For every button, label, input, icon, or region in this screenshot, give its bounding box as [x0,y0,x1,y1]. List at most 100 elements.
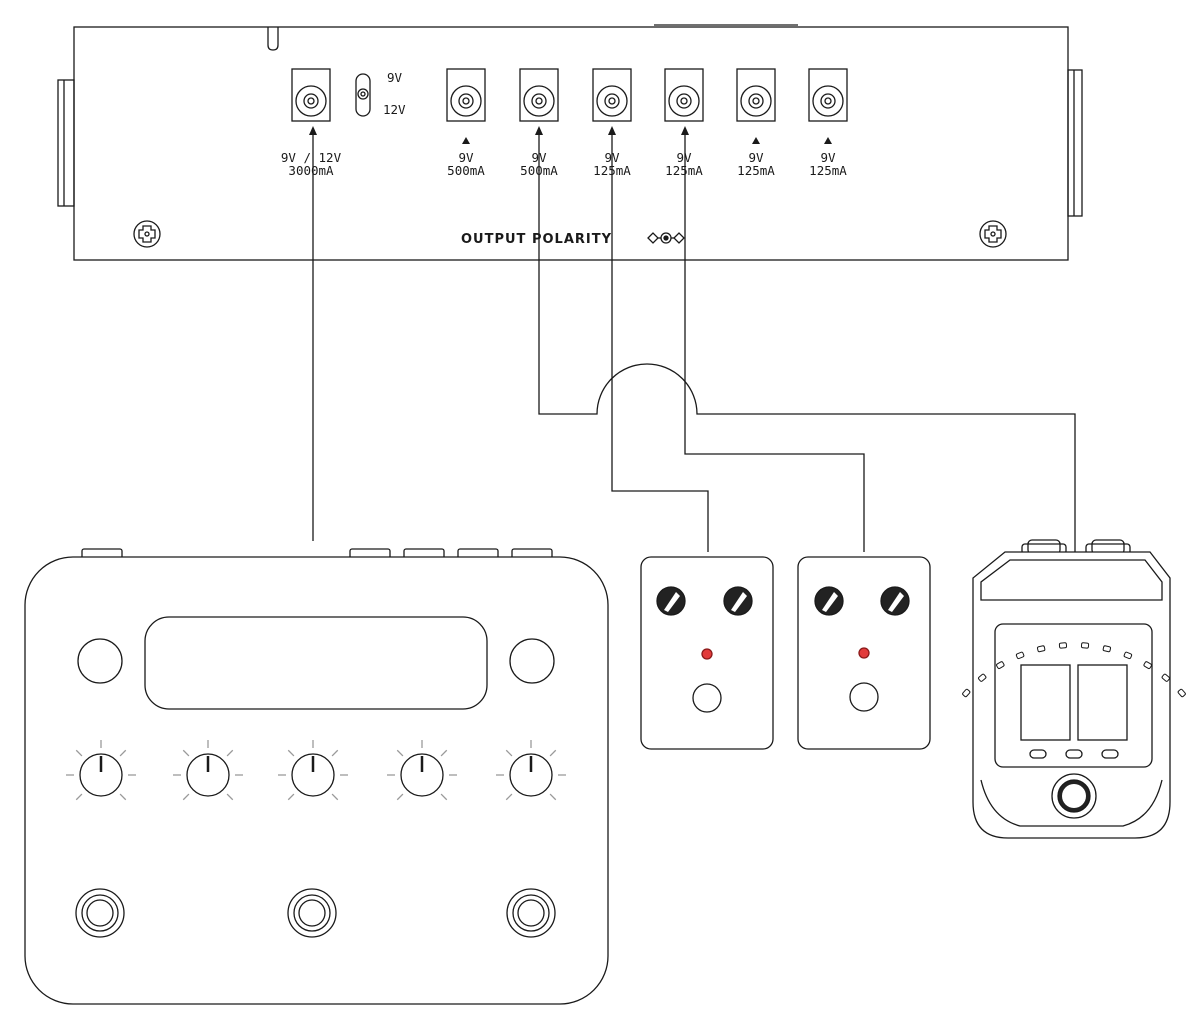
cable-arrows [309,126,832,144]
knob-tick [119,749,127,757]
cables [312,128,1076,552]
pedal-2-footswitch[interactable] [849,682,879,712]
knob-tick [396,793,404,801]
out7-current-label: 125mA [809,163,847,178]
dc-jack-out5[interactable] [664,68,704,122]
out1-voltage-label: 9V / 12V [281,150,342,165]
right-mounting-bracket [1067,69,1083,217]
cable-out4-to-pedal-1 [611,128,709,552]
footswitch-1[interactable] [75,888,125,938]
tuner-meter-segment [1143,661,1152,669]
out5-current-label: 125mA [665,163,703,178]
tuner-meter-segment [1058,642,1068,649]
knob-3[interactable] [278,740,348,801]
dc-jack-out1[interactable] [291,68,331,122]
arrow-out1-icon [309,126,317,135]
tuner-meter-segment [1177,688,1186,698]
output-polarity-label: OUTPUT POLARITY [461,232,612,247]
power-supply-body [73,26,1069,261]
knob-2[interactable] [173,740,243,801]
pedal-2-led-icon [858,647,870,659]
knob-1[interactable] [66,740,136,801]
out2-current-label: 500mA [447,163,485,178]
tuner-meter-segment [1036,645,1046,653]
out1-current-label: 3000mA [288,163,334,178]
knob-tick [440,749,448,757]
knob-tick [396,749,404,757]
arrow-out3-icon [535,126,543,135]
pedal-1-led-icon [701,648,713,660]
tuner-meter-segment [996,661,1005,669]
pedal-2-knob-right[interactable] [880,586,910,616]
tuner-meter-segment [1123,651,1133,660]
switch-label-12v: 12V [383,102,406,117]
tuner-meter-segment [1080,642,1090,649]
tuner-indicator-right [1101,749,1119,759]
out2-voltage-label: 9V [458,150,474,165]
tuner-meter-segment [1015,651,1025,660]
tuner-indicator-left [1029,749,1047,759]
knob-tick [287,793,295,801]
out7-voltage-label: 9V [820,150,836,165]
out6-voltage-label: 9V [748,150,764,165]
tuner-pedal [962,539,1186,839]
arrow-out4-icon [608,126,616,135]
dc-jack-out6[interactable] [736,68,776,122]
pedal-1-knob-left[interactable] [656,586,686,616]
tuner-meter-segment [1102,645,1112,653]
left-button[interactable] [77,638,123,684]
out3-current-label: 500mA [520,163,558,178]
effect-pedal-1 [640,556,774,750]
knob-tick [549,749,557,757]
tuner-digit-left [1020,664,1071,741]
effect-pedal-2 [797,556,931,750]
arrow-out7-icon [824,137,832,144]
tuner-top-bevel [980,559,1163,601]
knob-tick [75,749,83,757]
pedal-2-knob-left[interactable] [814,586,844,616]
pedal-1-knob-right[interactable] [723,586,753,616]
screw-left-icon [133,220,161,248]
out3-voltage-label: 9V [531,150,547,165]
right-button[interactable] [509,638,555,684]
arrow-out6-icon [752,137,760,144]
knob-tick [287,749,295,757]
dc-jack-out3[interactable] [519,68,559,122]
dc-jack-out7[interactable] [808,68,848,122]
footswitch-2[interactable] [287,888,337,938]
pedal-1-footswitch[interactable] [692,683,722,713]
knob-tick [75,793,83,801]
voltage-switch[interactable] [355,73,371,117]
knob-tick [182,793,190,801]
knob-tick [505,793,513,801]
knob-tick [226,749,234,757]
out4-current-label: 125mA [593,163,631,178]
knob-tick [226,793,234,801]
tuner-indicator-center [1065,749,1083,759]
out5-voltage-label: 9V [676,150,692,165]
screw-right-icon [979,220,1007,248]
multi-effects-unit [24,548,609,1005]
knob-tick [549,793,557,801]
knob-tick [331,793,339,801]
switch-label-9v: 9V [387,70,403,85]
power-supply-unit [57,24,1083,261]
dc-jack-out2[interactable] [446,68,486,122]
footswitch-3[interactable] [506,888,556,938]
knob-4[interactable] [387,740,457,801]
tuner-footswitch[interactable] [1051,773,1097,819]
tuner-bottom-bevel [980,779,1163,827]
tuner-digit-right [1077,664,1128,741]
cable-out5-to-pedal-2 [684,128,865,552]
arrow-out2-icon [462,137,470,144]
knob-5[interactable] [496,740,566,801]
out4-voltage-label: 9V [604,150,620,165]
knob-tick [119,793,127,801]
knob-tick [182,749,190,757]
knob-tick [331,749,339,757]
dc-jack-out4[interactable] [592,68,632,122]
tuner-screen [994,623,1153,768]
arrow-out5-icon [681,126,689,135]
tuner-meter-segment [1161,673,1170,682]
